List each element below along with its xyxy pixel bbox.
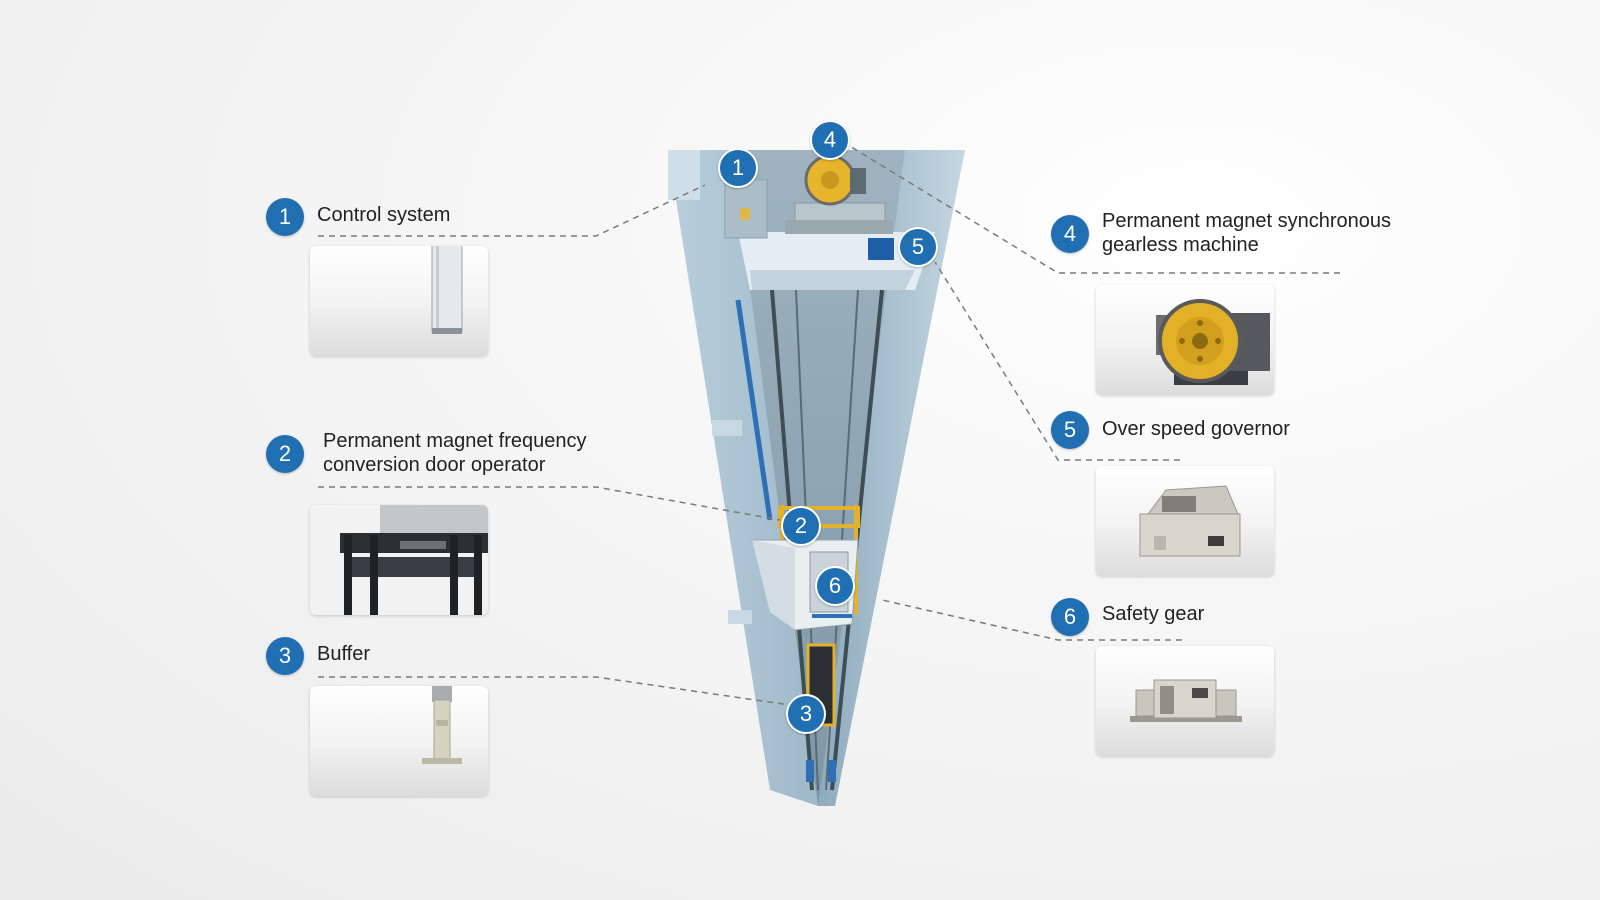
component-label-3-line1: Buffer bbox=[317, 643, 370, 665]
speed-governor-thumbnail bbox=[1096, 466, 1274, 576]
component-badge-5: 5 bbox=[1051, 411, 1089, 449]
shaft-badge-5: 5 bbox=[898, 227, 938, 267]
component-badge-3: 3 bbox=[266, 637, 304, 675]
safety-gear-icon bbox=[1130, 679, 1242, 722]
shaft-badge-4: 4 bbox=[810, 120, 850, 160]
component-label-3: Buffer bbox=[317, 642, 370, 666]
speed-governor-icon bbox=[1139, 485, 1241, 557]
component-label-2-line1: Permanent magnet frequency bbox=[323, 430, 587, 452]
component-badge-4: 4 bbox=[1051, 215, 1089, 253]
leader-line-6 bbox=[881, 599, 1182, 641]
component-label-6: Safety gear bbox=[1102, 602, 1204, 626]
leader-line-3 bbox=[318, 676, 791, 706]
component-label-4: Permanent magnet synchronous gearless ma… bbox=[1102, 209, 1391, 257]
buffer-thumbnail bbox=[310, 686, 488, 796]
shaft-badge-1: 1 bbox=[718, 148, 758, 188]
shaft-badge-6: 6 bbox=[815, 566, 855, 606]
component-label-1: Control system bbox=[317, 203, 450, 227]
shaft-badge-3: 3 bbox=[786, 694, 826, 734]
control-cabinet-thumbnail bbox=[310, 246, 488, 356]
traction-machine-icon bbox=[1156, 299, 1270, 385]
component-label-2: Permanent magnet frequency conversion do… bbox=[323, 429, 587, 477]
leader-line-2 bbox=[318, 486, 781, 521]
component-badge-1: 1 bbox=[266, 198, 304, 236]
component-badge-6: 6 bbox=[1051, 598, 1089, 636]
component-label-1-line1: Control system bbox=[317, 204, 451, 226]
leader-line-1 bbox=[318, 184, 706, 237]
safety-gear-thumbnail bbox=[1096, 646, 1274, 756]
door-operator-thumbnail bbox=[310, 505, 488, 615]
component-label-5: Over speed governor bbox=[1102, 417, 1290, 441]
door-operator-icon bbox=[310, 505, 488, 615]
shaft-badge-2: 2 bbox=[781, 506, 821, 546]
leader-line-4 bbox=[847, 144, 1340, 274]
component-badge-2: 2 bbox=[266, 435, 304, 473]
component-label-4-line1: Permanent magnet synchronous bbox=[1102, 210, 1392, 232]
leader-line-5 bbox=[934, 261, 1180, 461]
control-cabinet-icon bbox=[431, 246, 463, 334]
component-label-4-line2: gearless machine bbox=[1102, 234, 1259, 256]
component-label-5-line1: Over speed governor bbox=[1102, 418, 1290, 440]
component-label-2-line2: conversion door operator bbox=[323, 454, 546, 476]
traction-machine-thumbnail bbox=[1096, 285, 1274, 395]
buffer-icon bbox=[422, 686, 462, 764]
component-label-6-line1: Safety gear bbox=[1102, 603, 1205, 625]
